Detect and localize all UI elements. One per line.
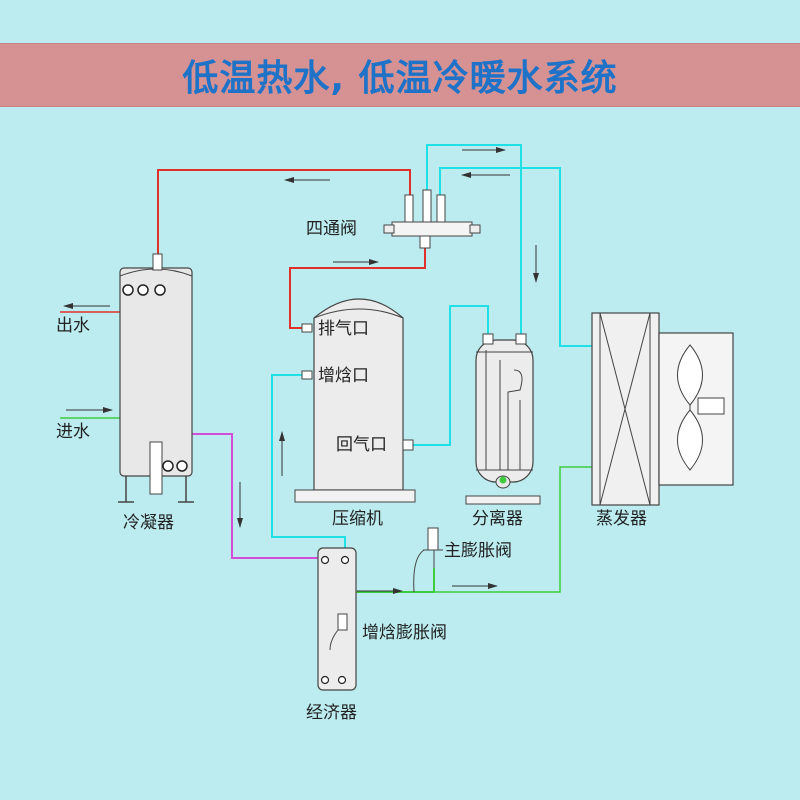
water-in-label: 进水 [56, 422, 90, 442]
page-title: 低温热水, 低温冷暖水系统 [182, 58, 618, 99]
title-bar: 低温热水, 低温冷暖水系统 [0, 43, 800, 107]
coil-pipe-out [60, 290, 129, 313]
main-expansion-valve [413, 527, 443, 593]
liquid-pipe-evaporator-in [434, 466, 592, 593]
four-way-valve [383, 189, 481, 249]
suction-pipe-separator [426, 144, 522, 336]
suction-pipe-return [410, 305, 489, 446]
discharge-port-label: 排气口 [318, 319, 369, 339]
four-way-valve-label: 四通阀 [306, 219, 357, 239]
liquid-pipe-to-evaporator [344, 568, 435, 593]
economizer [317, 547, 357, 691]
condenser-tank [118, 253, 194, 503]
separator [465, 333, 541, 505]
compressor [294, 298, 416, 503]
suction-port-label: 回气口 [336, 435, 387, 455]
hot-gas-pipe-condenser [157, 169, 411, 255]
evaporator [591, 312, 734, 506]
injection-port-label: 增焓口 [318, 366, 369, 386]
economizer-label: 经济器 [306, 703, 357, 723]
condenser-label: 冷凝器 [123, 513, 174, 533]
compressor-label: 压缩机 [332, 509, 383, 529]
water-out-label: 出水 [56, 316, 90, 336]
hot-gas-pipe-discharge [289, 238, 426, 329]
evaporator-label: 蒸发器 [596, 509, 647, 529]
suction-pipe-evaporator [439, 167, 592, 347]
evi-expansion-valve-label: 增焓膨胀阀 [362, 623, 447, 643]
injection-vapor-pipe [271, 374, 346, 556]
separator-label: 分离器 [472, 509, 523, 529]
main-expansion-valve-label: 主膨胀阀 [444, 541, 512, 561]
